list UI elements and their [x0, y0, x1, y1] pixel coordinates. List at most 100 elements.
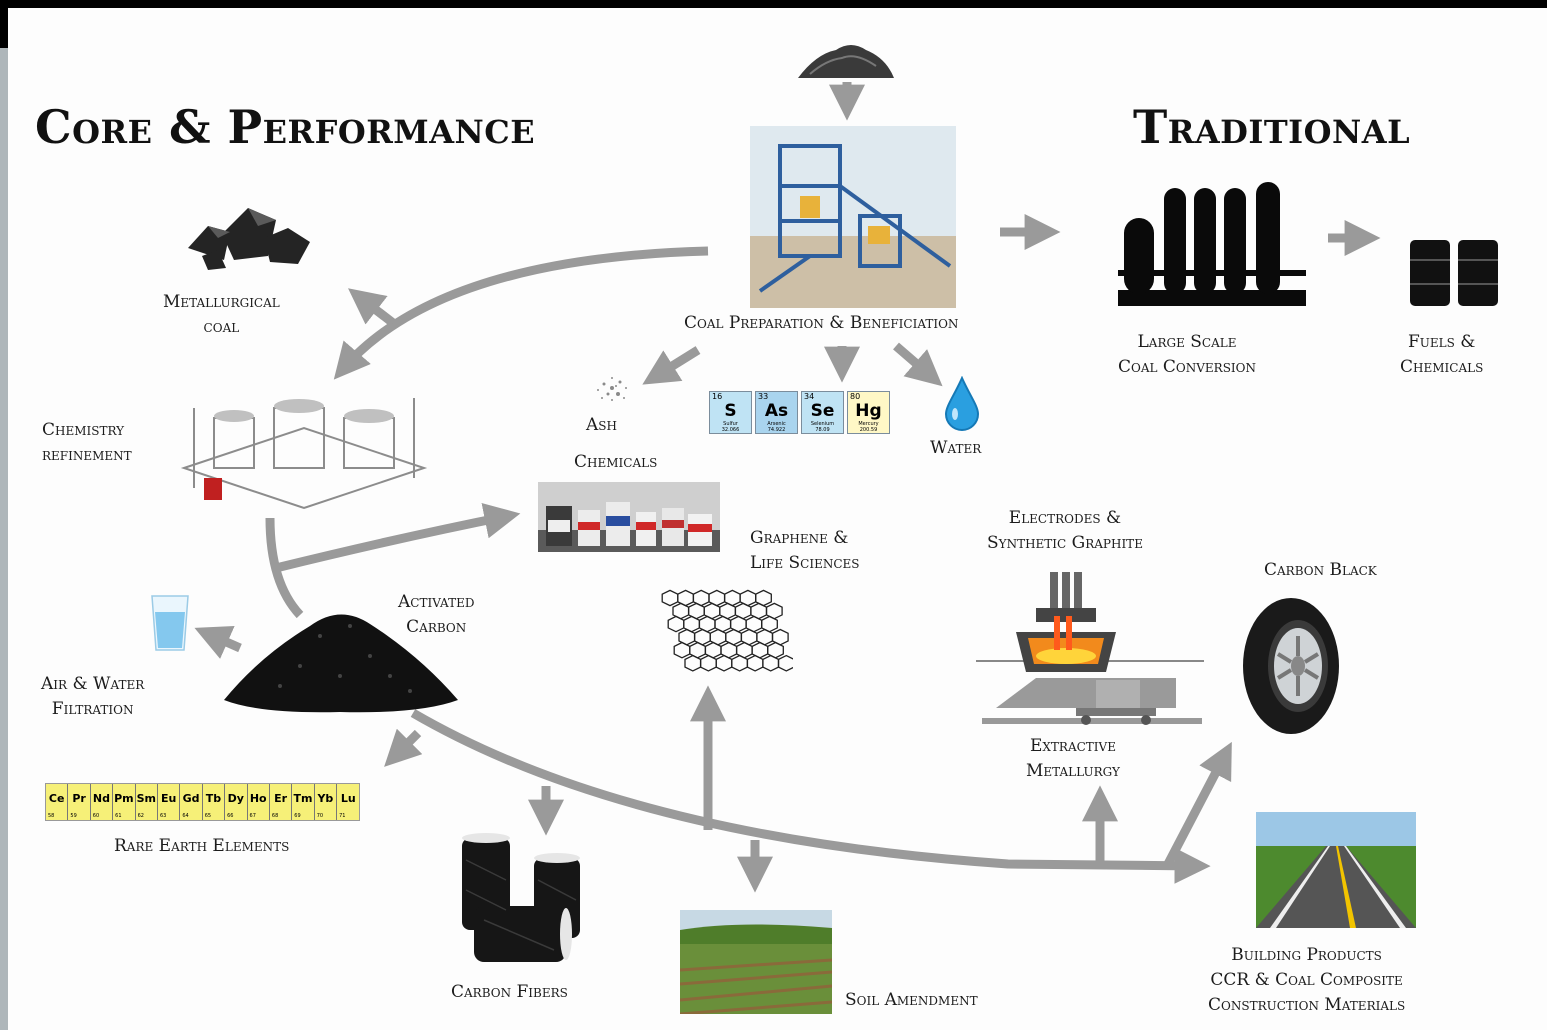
rare-earth-tile: Ho 67 — [248, 784, 270, 820]
rare-earth-symbol: Pr — [72, 792, 86, 805]
label-metallurgical: Metallurgical coal — [163, 290, 280, 340]
label-fuels-line1: Fuels & — [1407, 332, 1476, 352]
label-extractive-line1: Extractive — [1029, 736, 1116, 756]
label-carbon-black: Carbon Black — [1264, 560, 1377, 580]
label-fuels: Fuels & Chemicals — [1400, 330, 1483, 380]
arrow-to-ash — [642, 346, 701, 385]
element-number: 33 — [758, 392, 769, 401]
arrow-to-filtration — [194, 625, 242, 659]
label-electrodes-line2: Synthetic Graphite — [987, 533, 1143, 553]
electric-arc-furnace-image — [976, 572, 1204, 725]
rare-earth-number: 59 — [70, 813, 77, 819]
graphene-lattice-image — [661, 589, 793, 672]
label-electrodes: Electrodes & Synthetic Graphite — [987, 506, 1143, 556]
rare-earth-symbol: Dy — [227, 792, 244, 805]
label-large-scale: Large Scale Coal Conversion — [1118, 330, 1256, 380]
graphene-hexagon — [667, 615, 685, 633]
label-ash: Ash — [586, 415, 617, 435]
label-air-water-line2: Filtration — [51, 699, 134, 719]
arrow-chemistry-down — [265, 517, 304, 619]
graphene-hexagon — [765, 602, 783, 620]
rare-earth-number: 62 — [137, 813, 144, 819]
left-edge-strip — [0, 48, 8, 1030]
carbon-fiber-spools-image — [462, 833, 580, 962]
label-large-scale-line1: Large Scale — [1137, 332, 1237, 352]
rare-earth-tile: Tb 65 — [203, 784, 226, 820]
rare-earth-symbol: Yb — [317, 792, 334, 805]
arrow-to-water — [893, 342, 943, 387]
graphene-hexagon — [777, 654, 793, 672]
graphene-hexagon — [761, 615, 778, 633]
element-symbol: Se — [810, 401, 835, 421]
graphene-hexagon — [673, 641, 691, 659]
chemicals-bottles-image — [538, 482, 720, 552]
label-electrodes-line1: Electrodes & — [1008, 508, 1122, 528]
arrow-to-carbon-black — [1164, 741, 1232, 867]
rare-earth-number: 65 — [204, 813, 212, 819]
label-metallurgical-line2: coal — [203, 317, 240, 337]
rare-earth-symbol: Er — [274, 792, 288, 805]
graphene-hexagon — [767, 641, 784, 659]
label-extractive-line2: Metallurgy — [1026, 761, 1120, 781]
rare-earth-number: 67 — [249, 813, 256, 819]
rare-earth-number: 58 — [48, 813, 55, 819]
element-number: 80 — [850, 392, 861, 401]
rare-earth-tile: Eu 63 — [158, 784, 181, 820]
label-coal-prep: Coal Preparation & Beneficiation — [684, 313, 959, 333]
label-graphene-line1: Graphene & — [750, 528, 849, 548]
element-name: Selenium — [810, 421, 835, 427]
element-weight: 74.922 — [767, 427, 786, 433]
arrow-main-sweep — [410, 709, 1211, 884]
metallurgical-coal-image — [188, 208, 310, 270]
element-weight: 78.09 — [815, 427, 830, 433]
label-chemistry: Chemistry refinement — [42, 418, 132, 468]
label-activated-line2: Carbon — [406, 617, 467, 637]
rare-earth-symbol: Lu — [340, 792, 356, 805]
element-name: Sulfur — [723, 421, 738, 427]
label-activated-line1: Activated — [398, 592, 475, 612]
rare-earth-number: 68 — [271, 813, 279, 819]
diagram-canvas: Core & Performance Traditional Coal Prep… — [8, 8, 1547, 1030]
rare-earth-symbol: Tb — [205, 792, 222, 805]
arrow-to-chemicals — [274, 502, 521, 573]
label-graphene-line2: Life Sciences — [750, 553, 860, 573]
tire-image — [1243, 598, 1339, 734]
rare-earth-symbol: Tm — [293, 792, 313, 805]
label-water: Water — [930, 438, 982, 458]
label-building-line1: Building Products — [1231, 945, 1382, 965]
farm-field-image — [680, 910, 832, 1014]
label-building: Building Products CCR & Coal Composite C… — [1208, 943, 1405, 1018]
graphene-hexagon — [771, 628, 789, 646]
rare-earth-number: 70 — [316, 813, 324, 819]
element-weight: 32.066 — [721, 427, 740, 433]
activated-carbon-pile-image — [224, 614, 458, 713]
label-extractive: Extractive Metallurgy — [1026, 734, 1120, 784]
arrow-to-rare-earth — [384, 728, 423, 767]
graphene-hexagon — [755, 589, 772, 607]
rare-earth-symbol: Ho — [249, 792, 267, 805]
rare-earth-number: 64 — [182, 813, 189, 819]
rare-earth-number: 63 — [159, 813, 167, 819]
graphene-hexagon — [715, 654, 733, 672]
element-number: 34 — [804, 392, 815, 401]
rare-earth-number: 69 — [294, 813, 301, 819]
graphene-hexagon — [684, 654, 702, 672]
label-building-line2: CCR & Coal Composite — [1210, 970, 1403, 990]
rare-earth-symbol: Eu — [160, 792, 177, 805]
rare-earth-number: 61 — [115, 813, 122, 819]
label-rare-earth: Rare Earth Elements — [114, 836, 290, 856]
rare-earth-tile: Er 68 — [270, 784, 293, 820]
label-soil: Soil Amendment — [845, 990, 978, 1010]
element-number: 16 — [712, 392, 723, 401]
element-name: Mercury — [858, 421, 879, 427]
heading-core-performance: Core & Performance — [35, 100, 536, 154]
graphene-hexagon — [731, 654, 749, 672]
arrow-to-metallurgical — [348, 288, 396, 327]
